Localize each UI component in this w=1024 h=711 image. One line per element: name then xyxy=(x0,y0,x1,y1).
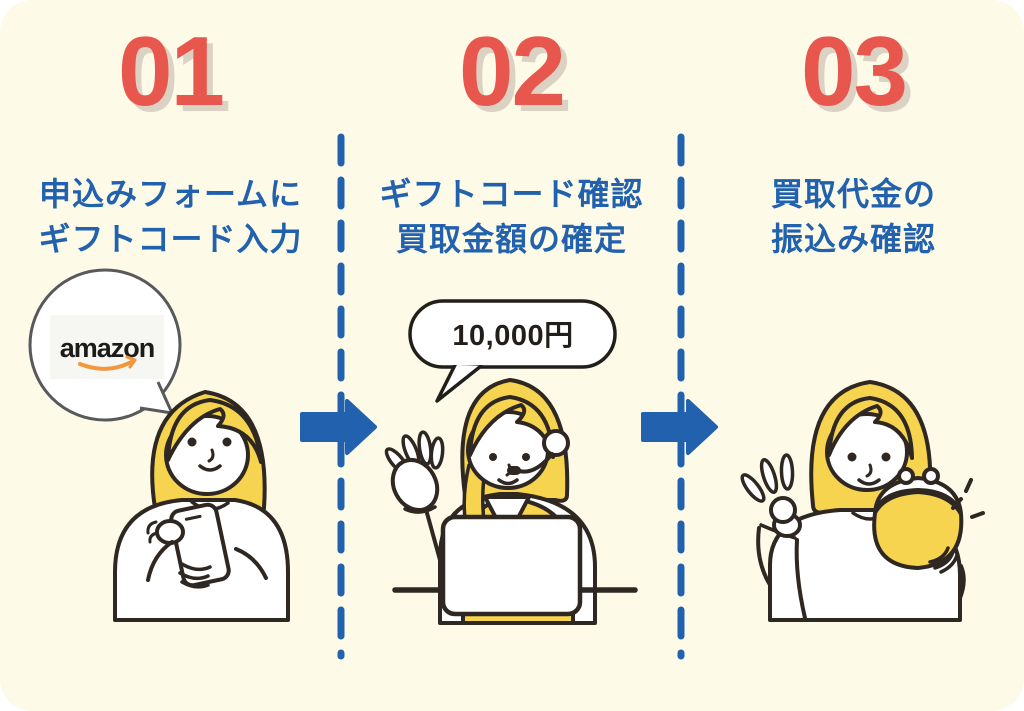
step-1-title: 申込みフォームに ギフトコード入力 xyxy=(0,172,341,263)
left-hand xyxy=(155,519,185,545)
raised-hand xyxy=(384,430,445,562)
arm-outer xyxy=(756,526,772,587)
amazon-speech-bubble: amazon xyxy=(28,268,182,422)
step-3-number: 03 xyxy=(800,16,908,126)
left-cuff xyxy=(146,540,174,582)
step-1-number: 01 xyxy=(117,16,225,126)
step-2-title: ギフトコード確認 買取金額の確定 xyxy=(341,172,682,263)
right-hand-fingers xyxy=(178,562,212,589)
operator-illustration: 10,000円 xyxy=(384,299,638,625)
step-1-title-line1: 申込みフォームに xyxy=(38,176,303,212)
laptop-icon xyxy=(440,514,583,617)
amazon-logo-text: amazon xyxy=(60,333,155,363)
step-3-title-line1: 買取代金の xyxy=(770,176,936,212)
ok-sign-hand xyxy=(740,453,802,538)
step-2-number: 02 xyxy=(458,16,566,126)
hair-fringe xyxy=(166,398,263,464)
arm-inner xyxy=(794,538,807,620)
woman-1-figure xyxy=(113,390,290,622)
hair-fringe xyxy=(827,396,914,460)
step-2-title-line1: ギフトコード確認 xyxy=(379,176,644,212)
step-1-title-line2: ギフトコード入力 xyxy=(38,221,303,258)
coin-purse-icon xyxy=(872,467,964,570)
amazon-smile-icon xyxy=(78,359,135,371)
step-2-title-line2: 買取金額の確定 xyxy=(395,221,627,258)
price-speech-bubble: 10,000円 xyxy=(408,299,617,403)
arrow-right-icon-2 xyxy=(641,399,718,455)
sparkle-icon xyxy=(951,478,985,519)
woman-with-phone-illustration: amazon xyxy=(28,268,290,622)
headset-icon xyxy=(507,429,570,475)
woman-with-purse-illustration xyxy=(740,380,985,622)
step-3-title: 買取代金の 振込み確認 xyxy=(683,172,1024,263)
step-3-title-line2: 振込み確認 xyxy=(770,221,936,258)
holding-fingers xyxy=(928,546,959,574)
price-text: 10,000円 xyxy=(452,320,573,352)
arrow-right-icon-1 xyxy=(300,399,377,455)
face xyxy=(825,412,909,492)
right-arm xyxy=(958,564,966,600)
right-cuff xyxy=(234,547,268,580)
